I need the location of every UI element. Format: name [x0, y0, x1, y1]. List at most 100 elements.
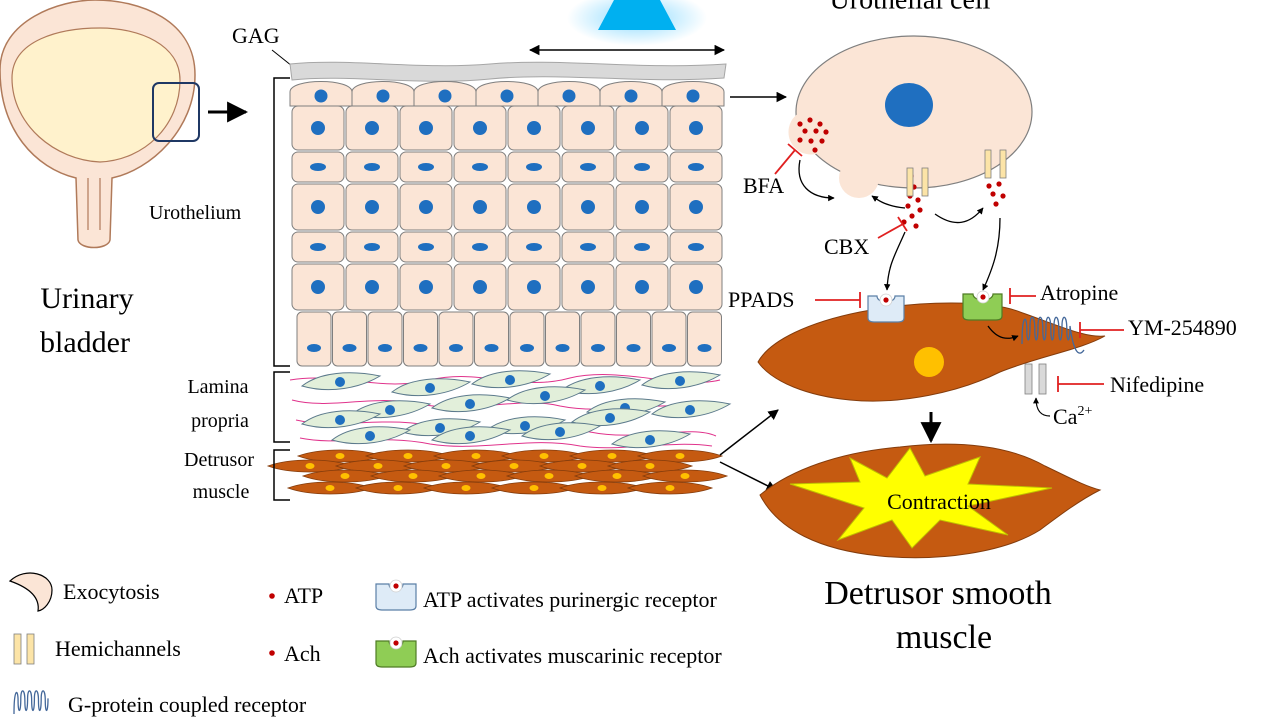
nucleus	[465, 431, 475, 441]
muscle-nucleus	[597, 485, 607, 491]
detrusor-label-line1: Detrusor	[184, 449, 254, 471]
muscle-nucleus	[403, 453, 413, 459]
signal-molecule	[905, 203, 911, 209]
signal-molecule	[817, 121, 823, 127]
nucleus	[413, 344, 428, 352]
nucleus	[311, 200, 325, 214]
calcium-channel-left	[1024, 363, 1033, 395]
basal-cell	[687, 311, 722, 367]
basal-cell	[509, 311, 545, 367]
nucleus	[527, 121, 541, 135]
nucleus	[473, 200, 487, 214]
muscle-nucleus	[325, 485, 335, 491]
signal-molecule	[797, 137, 803, 143]
urothelial-cell-title: Urothelial cell	[830, 0, 991, 15]
signal-molecule	[996, 181, 1002, 187]
bfa-label: BFA	[743, 173, 784, 198]
hemichannel-right-a	[984, 149, 992, 179]
nucleus	[335, 377, 345, 387]
nucleus	[580, 243, 596, 251]
signal-molecule	[913, 223, 919, 229]
muscle-nucleus	[461, 485, 471, 491]
signal-molecule	[1000, 193, 1006, 199]
muscle-nucleus	[476, 473, 486, 479]
atropine-label: Atropine	[1040, 280, 1118, 305]
muscle-nucleus	[340, 473, 350, 479]
ppads-label: PPADS	[728, 287, 794, 312]
basal-cell	[580, 311, 616, 367]
bladder-illustration	[0, 0, 200, 249]
light-source	[598, 0, 676, 30]
signal-molecule	[808, 138, 814, 144]
legend-ach: Ach	[284, 641, 321, 666]
nucleus	[465, 399, 475, 409]
nucleus	[473, 121, 487, 135]
nucleus	[364, 163, 380, 171]
nucleus	[527, 280, 541, 294]
basal-cell	[616, 311, 651, 367]
lamina-propria	[289, 370, 732, 449]
nucleus	[472, 163, 488, 171]
signal-molecule	[993, 201, 999, 207]
nucleus	[635, 280, 649, 294]
basal-cell	[438, 311, 474, 367]
nucleus	[365, 280, 379, 294]
muscarinic-receptor-icon	[375, 636, 417, 668]
nucleus	[675, 376, 685, 386]
hemichannel-left-a	[906, 167, 914, 197]
nucleus	[526, 243, 542, 251]
release-vesicle	[839, 158, 879, 198]
basal-cell	[403, 311, 438, 367]
legend-purinergic: ATP activates purinergic receptor	[423, 587, 718, 612]
hemichannel-left-b	[921, 167, 929, 197]
exocytosis-icon	[8, 572, 53, 612]
signal-molecule	[917, 207, 923, 213]
nucleus	[378, 344, 392, 352]
nucleus	[689, 200, 703, 214]
gpcr-receptor	[1021, 316, 1085, 354]
signal-molecule	[807, 117, 813, 123]
gag-layer	[289, 61, 727, 82]
nucleus	[635, 200, 649, 214]
nucleus	[385, 405, 395, 415]
nucleus	[581, 280, 595, 294]
atp-molecule-icon	[269, 593, 275, 599]
purinergic-receptor-icon	[375, 579, 417, 611]
hemichannel-icon	[13, 633, 35, 665]
smooth-muscle-nucleus	[914, 347, 944, 377]
basal-cell	[545, 311, 580, 367]
signal-molecule	[812, 147, 818, 153]
nucleus	[634, 163, 650, 171]
lamina-label-line2: propria	[191, 410, 249, 432]
contraction-starburst	[789, 447, 1053, 549]
urothelium-label: Urothelium	[149, 202, 242, 224]
muscle-nucleus	[680, 473, 690, 479]
nucleus	[311, 280, 325, 294]
nucleus	[310, 243, 326, 251]
nucleus	[418, 163, 434, 171]
nucleus	[662, 344, 676, 352]
signal-molecule	[813, 128, 819, 134]
nucleus	[419, 121, 433, 135]
urothelial-nucleus	[885, 83, 933, 127]
nucleus	[645, 435, 655, 445]
signal-molecule	[990, 191, 996, 197]
signal-molecule	[819, 138, 825, 144]
basal-cell	[474, 311, 509, 367]
nucleus	[473, 280, 487, 294]
detrusor-title-line2: muscle	[896, 619, 992, 656]
nucleus	[365, 200, 379, 214]
nucleus	[540, 391, 550, 401]
nifedipine-label: Nifedipine	[1110, 372, 1204, 397]
bladder-title-line2: bladder	[40, 326, 130, 359]
nucleus	[689, 280, 703, 294]
detrusor-title-line1: Detrusor smooth	[824, 575, 1052, 612]
nucleus	[635, 121, 649, 135]
nucleus	[376, 89, 390, 103]
signal-molecule	[823, 129, 829, 135]
nucleus	[688, 243, 704, 251]
muscle-nucleus	[665, 485, 675, 491]
nucleus	[505, 375, 515, 385]
muscle-nucleus	[373, 463, 383, 469]
